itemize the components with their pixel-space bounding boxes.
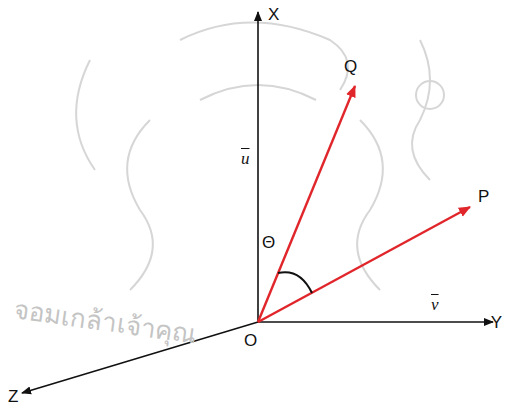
watermark-text: จอมเกล้าเจ้าคุณ — [12, 296, 198, 347]
axis-label: X — [268, 6, 279, 23]
vector-label: v — [431, 296, 439, 313]
angle-label: Θ — [262, 234, 275, 251]
vector-label: u — [241, 150, 250, 167]
axis-label: Z — [8, 388, 18, 405]
axis-label: Y — [491, 314, 502, 331]
angle-arc — [278, 272, 312, 293]
origin-label: O — [244, 332, 257, 349]
point-label: P — [478, 188, 489, 205]
vectors — [258, 86, 470, 322]
coordinate-axes — [22, 12, 493, 393]
point-label: Q — [344, 58, 357, 75]
